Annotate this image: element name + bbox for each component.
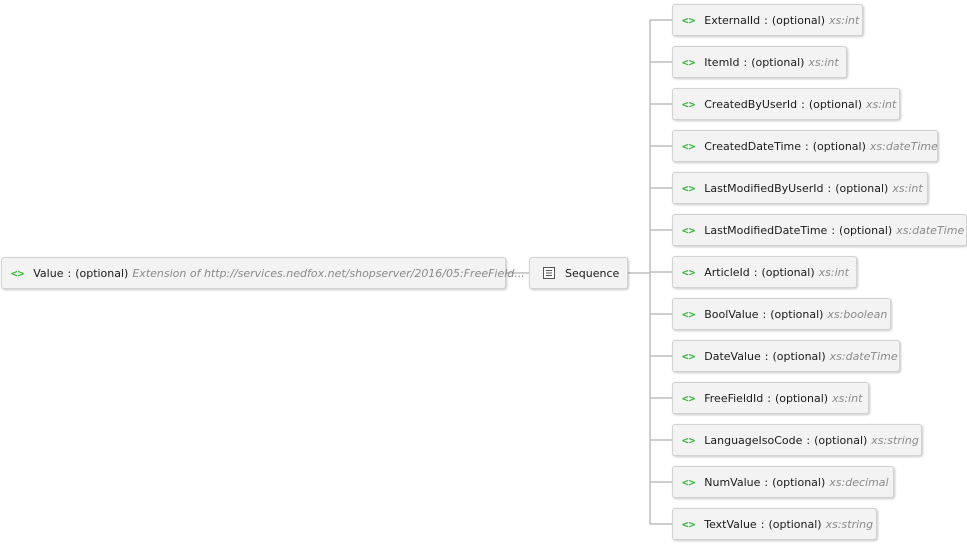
child-element-type: xs:boolean bbox=[827, 307, 888, 321]
child-element-node[interactable]: <> DateValue:(optional)xs:dateTime bbox=[672, 340, 900, 372]
child-element-name: NumValue bbox=[704, 475, 761, 489]
child-element-node[interactable]: <> TextValue:(optional)xs:string bbox=[672, 508, 877, 540]
sequence-label: Sequence bbox=[565, 266, 620, 280]
child-element-type: xs:string bbox=[825, 517, 874, 531]
child-element-optional: (optional) bbox=[839, 223, 893, 237]
child-element-optional: (optional) bbox=[808, 97, 863, 111]
child-element-name: ItemId bbox=[704, 55, 740, 69]
child-element-name: ArticleId bbox=[704, 265, 750, 279]
child-element-optional: (optional) bbox=[770, 307, 824, 321]
child-element-optional: (optional) bbox=[761, 265, 815, 279]
element-icon: <> bbox=[682, 265, 696, 279]
child-element-node[interactable]: <> FreeFieldId:(optional)xs:int bbox=[672, 382, 869, 414]
element-icon: <> bbox=[682, 475, 696, 489]
separator: : bbox=[764, 349, 769, 363]
child-element-name: DateValue bbox=[704, 349, 761, 363]
element-icon: <> bbox=[682, 181, 696, 195]
root-element-type: Extension of http://services.nedfox.net/… bbox=[132, 266, 525, 280]
separator: : bbox=[831, 223, 836, 237]
child-element-type: xs:string bbox=[871, 433, 919, 447]
element-icon: <> bbox=[682, 307, 696, 321]
separator: : bbox=[760, 517, 765, 531]
child-element-type: xs:dateTime bbox=[896, 223, 965, 237]
child-element-node[interactable]: <> ItemId:(optional)xs:int bbox=[672, 46, 847, 78]
separator: : bbox=[764, 475, 769, 489]
child-element-node[interactable]: <> ExternalId:(optional)xs:int bbox=[672, 4, 863, 36]
child-element-optional: (optional) bbox=[774, 391, 829, 405]
child-element-type: xs:dateTime bbox=[829, 349, 898, 363]
child-element-type: xs:int bbox=[892, 181, 923, 195]
element-icon: <> bbox=[682, 13, 696, 27]
child-element-optional: (optional) bbox=[771, 13, 826, 27]
separator: : bbox=[67, 266, 72, 280]
child-element-name: LanguageIsoCode bbox=[704, 433, 803, 447]
element-icon: <> bbox=[682, 433, 696, 447]
child-element-name: LastModifiedByUserId bbox=[704, 181, 824, 195]
child-element-type: xs:int bbox=[808, 55, 839, 69]
child-element-node[interactable]: <> LastModifiedDateTime:(optional)xs:date… bbox=[672, 214, 967, 246]
separator: : bbox=[827, 181, 832, 195]
separator: : bbox=[753, 265, 758, 279]
child-element-name: CreatedByUserId bbox=[704, 97, 798, 111]
sequence-icon bbox=[543, 267, 555, 279]
child-element-node[interactable]: <> CreatedByUserId:(optional)xs:int bbox=[672, 88, 900, 120]
separator: : bbox=[805, 139, 809, 153]
child-element-type: xs:int bbox=[818, 265, 849, 279]
child-element-optional: (optional) bbox=[751, 55, 805, 69]
element-icon: <> bbox=[682, 139, 696, 153]
child-element-type: xs:int bbox=[829, 13, 860, 27]
child-element-optional: (optional) bbox=[814, 433, 868, 447]
separator: : bbox=[743, 55, 748, 69]
child-element-name: CreatedDateTime bbox=[704, 139, 801, 153]
child-element-type: xs:int bbox=[832, 391, 863, 405]
element-icon: <> bbox=[682, 517, 696, 531]
separator: : bbox=[762, 307, 767, 321]
root-element-optional: (optional) bbox=[75, 266, 129, 280]
child-element-name: LastModifiedDateTime bbox=[704, 223, 828, 237]
element-icon: <> bbox=[682, 349, 696, 363]
child-element-type: xs:dateTime bbox=[869, 139, 938, 153]
separator: : bbox=[801, 97, 805, 111]
separator: : bbox=[767, 391, 771, 405]
element-icon: <> bbox=[682, 55, 696, 69]
child-element-name: BoolValue bbox=[704, 307, 759, 321]
child-element-node[interactable]: <> CreatedDateTime:(optional)xs:dateTime bbox=[672, 130, 938, 162]
element-icon: <> bbox=[11, 266, 25, 280]
child-element-optional: (optional) bbox=[772, 475, 826, 489]
child-element-type: xs:decimal bbox=[829, 475, 889, 489]
root-element-name: Value bbox=[33, 266, 64, 280]
child-element-name: TextValue bbox=[704, 517, 757, 531]
child-element-type: xs:int bbox=[866, 97, 897, 111]
element-icon: <> bbox=[682, 97, 696, 111]
child-element-optional: (optional) bbox=[812, 139, 866, 153]
root-element-node[interactable]: <> Value : (optional) Extension of http:… bbox=[1, 257, 525, 289]
child-element-node[interactable]: <> LastModifiedByUserId:(optional)xs:int bbox=[672, 172, 928, 204]
sequence-node[interactable]: Sequence bbox=[529, 257, 628, 289]
separator: : bbox=[806, 433, 811, 447]
child-element-optional: (optional) bbox=[772, 349, 826, 363]
child-element-node[interactable]: <> ArticleId:(optional)xs:int bbox=[672, 256, 857, 288]
child-element-optional: (optional) bbox=[768, 517, 822, 531]
element-icon: <> bbox=[682, 223, 696, 237]
child-element-node[interactable]: <> NumValue:(optional)xs:decimal bbox=[672, 466, 894, 498]
child-element-name: ExternalId bbox=[704, 13, 761, 27]
child-element-name: FreeFieldId bbox=[704, 391, 764, 405]
child-element-node[interactable]: <> LanguageIsoCode:(optional)xs:string bbox=[672, 424, 922, 456]
child-element-optional: (optional) bbox=[835, 181, 889, 195]
element-icon: <> bbox=[682, 391, 696, 405]
child-element-node[interactable]: <> BoolValue:(optional)xs:boolean bbox=[672, 298, 891, 330]
separator: : bbox=[764, 13, 768, 27]
